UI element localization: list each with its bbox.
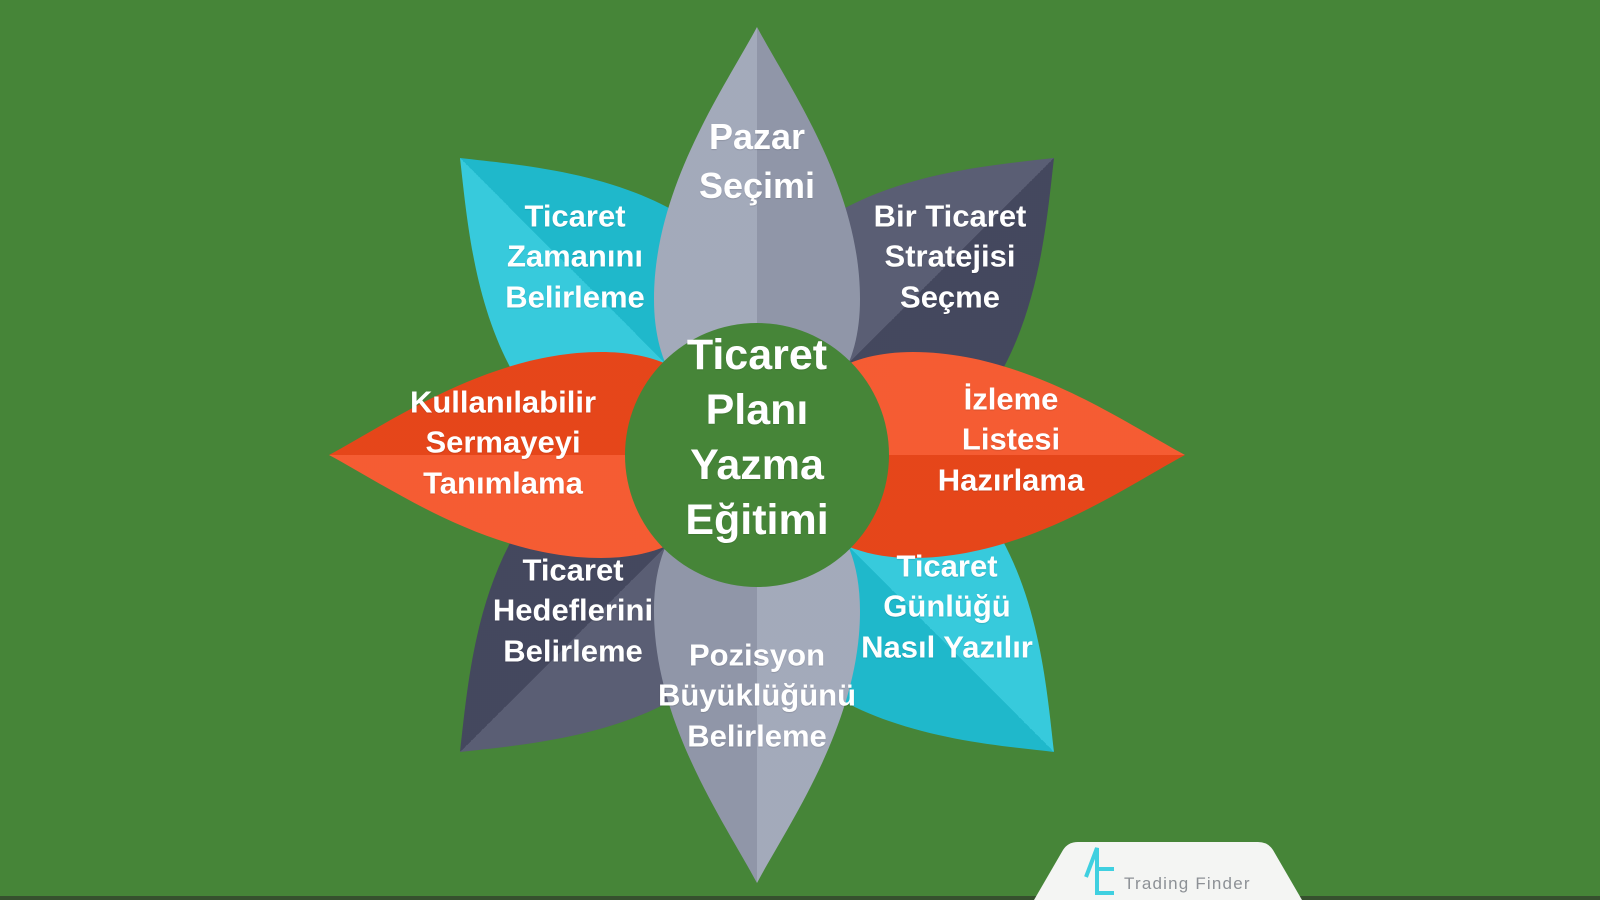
badge-shape xyxy=(1034,842,1302,900)
trading-finder-badge[interactable]: Trading Finder xyxy=(1034,842,1302,900)
center-circle xyxy=(625,323,889,587)
trading-finder-icon xyxy=(1084,847,1114,895)
trading-finder-wordmark: Trading Finder xyxy=(1124,874,1251,893)
bottom-strip xyxy=(0,896,1600,900)
